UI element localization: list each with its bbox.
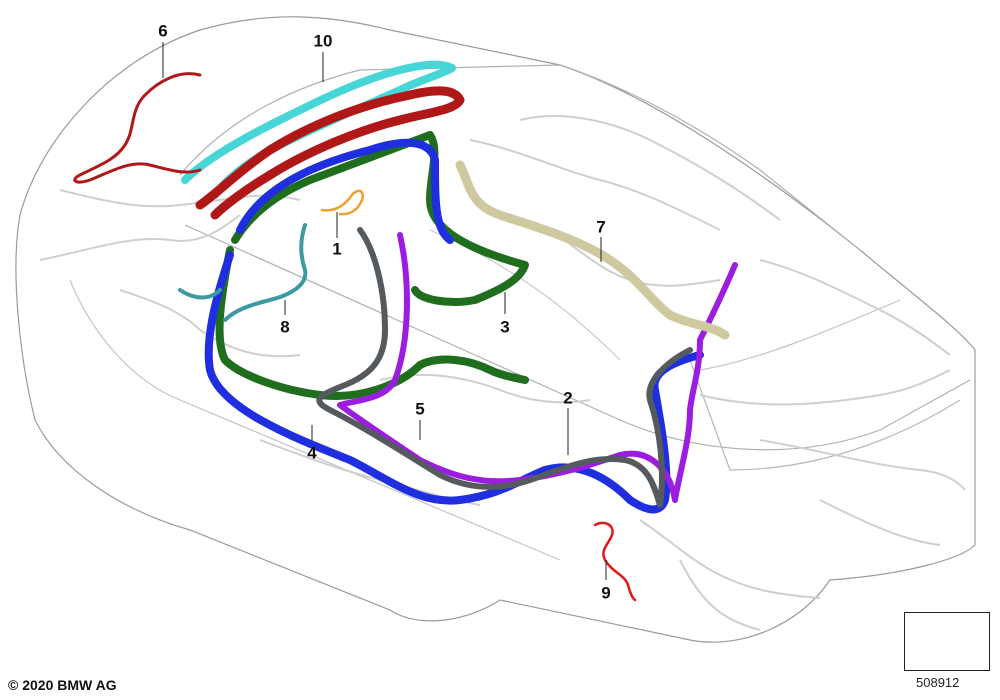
callout-3: 3 bbox=[500, 317, 510, 337]
car-body-outline bbox=[15, 16, 976, 643]
callout-6: 6 bbox=[158, 21, 168, 41]
harness-1 bbox=[320, 189, 364, 216]
diagram-number: 508912 bbox=[916, 675, 960, 690]
callout-8: 8 bbox=[280, 317, 290, 337]
harness-2 bbox=[316, 227, 693, 508]
harness-9 bbox=[593, 521, 637, 602]
callout-1: 1 bbox=[332, 239, 342, 259]
harness-6 bbox=[73, 72, 465, 220]
callout-9: 9 bbox=[601, 583, 611, 603]
harness-8 bbox=[178, 223, 308, 322]
leader-lines bbox=[162, 42, 607, 580]
orientation-icon-frame bbox=[904, 612, 990, 671]
copyright-text: © 2020 BMW AG bbox=[8, 677, 117, 693]
callout-10: 10 bbox=[313, 31, 333, 51]
callout-5: 5 bbox=[415, 399, 425, 419]
background-wiring bbox=[39, 115, 966, 631]
callout-4: 4 bbox=[307, 443, 317, 463]
harness-7 bbox=[455, 160, 730, 340]
callout-2: 2 bbox=[563, 388, 573, 408]
harness-3 bbox=[215, 131, 529, 400]
harness-5 bbox=[337, 232, 738, 503]
callout-7: 7 bbox=[596, 217, 606, 237]
